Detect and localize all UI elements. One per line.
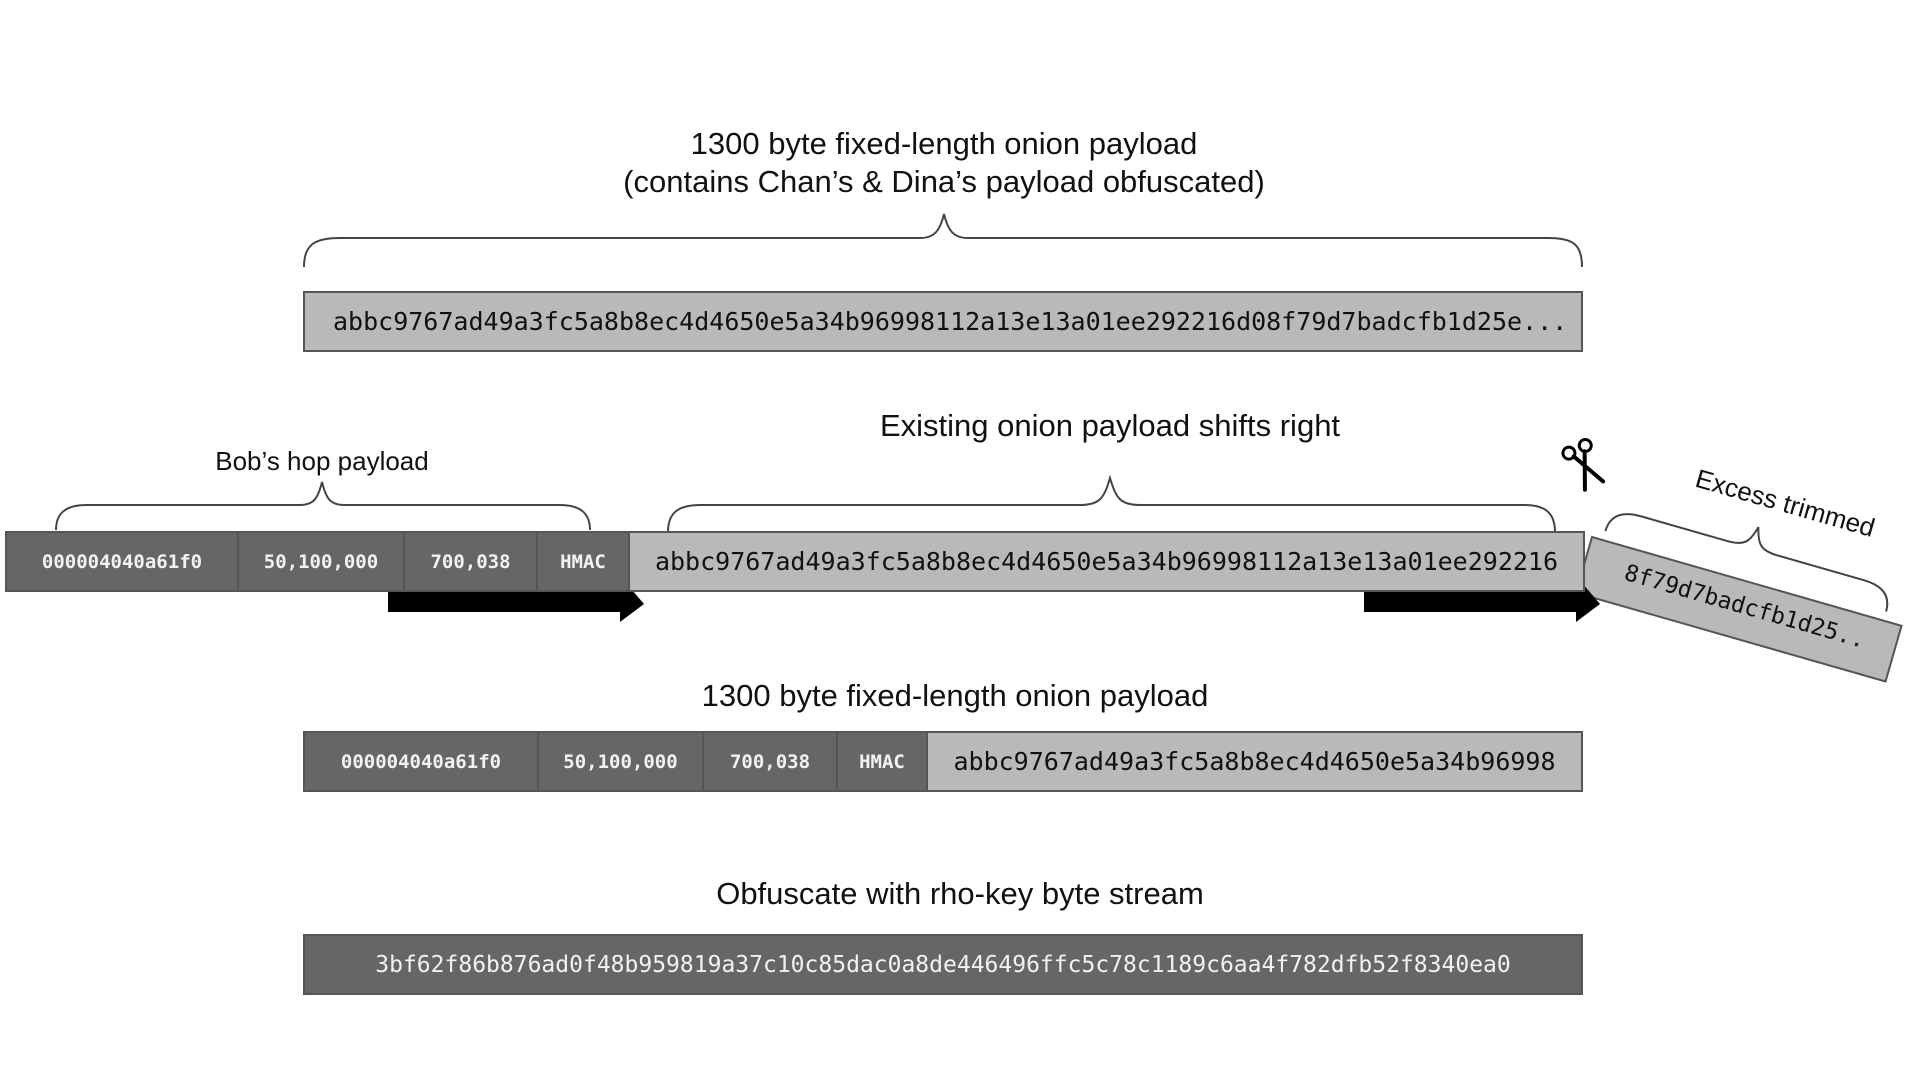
excess-trimmed-brace (1604, 513, 1889, 612)
shift-arrow-right (1364, 576, 1600, 622)
shift-right-brace (667, 474, 1556, 533)
field-short-channel-id: 000004040a61f0 (7, 533, 239, 590)
top-payload-hex: abbc9767ad49a3fc5a8b8ec4d4650e5a34b96998… (333, 307, 1568, 336)
bob-hop-brace (55, 481, 591, 531)
result-field-hmac: HMAC (838, 733, 928, 790)
bob-hop-label: Bob’s hop payload (215, 446, 429, 476)
shift-right-label: Existing onion payload shifts right (879, 408, 1341, 443)
rho-stream-hex: 3bf62f86b876ad0f48b959819a37c10c85dac0a8… (375, 951, 1511, 978)
top-payload-bar: abbc9767ad49a3fc5a8b8ec4d4650e5a34b96998… (303, 291, 1583, 352)
top-title-line1: 1300 byte fixed-length onion payload (690, 126, 1198, 161)
result-field-short-channel-id: 000004040a61f0 (305, 733, 539, 790)
field-amount: 50,100,000 (239, 533, 405, 590)
shifted-payload-bar: 000004040a61f0 50,100,000 700,038 HMAC a… (5, 531, 1585, 592)
field-cltv: 700,038 (405, 533, 538, 590)
result-title: 1300 byte fixed-length onion payload (701, 678, 1209, 713)
shifted-payload-hex: abbc9767ad49a3fc5a8b8ec4d4650e5a34b96998… (654, 547, 1559, 576)
result-field-amount: 50,100,000 (539, 733, 704, 790)
field-hmac: HMAC (538, 533, 630, 590)
shift-arrow-left (388, 576, 644, 622)
top-title-line2: (contains Chan’s & Dina’s payload obfusc… (623, 164, 1265, 199)
result-payload-bar: 000004040a61f0 50,100,000 700,038 HMAC a… (303, 731, 1583, 792)
result-payload-hex: abbc9767ad49a3fc5a8b8ec4d4650e5a34b96998 (953, 747, 1556, 776)
rho-stream-bar: 3bf62f86b876ad0f48b959819a37c10c85dac0a8… (303, 934, 1583, 995)
top-payload-brace (303, 213, 1583, 268)
scissors-icon (1561, 438, 1606, 492)
result-field-cltv: 700,038 (704, 733, 838, 790)
rho-title: Obfuscate with rho-key byte stream (716, 876, 1204, 911)
